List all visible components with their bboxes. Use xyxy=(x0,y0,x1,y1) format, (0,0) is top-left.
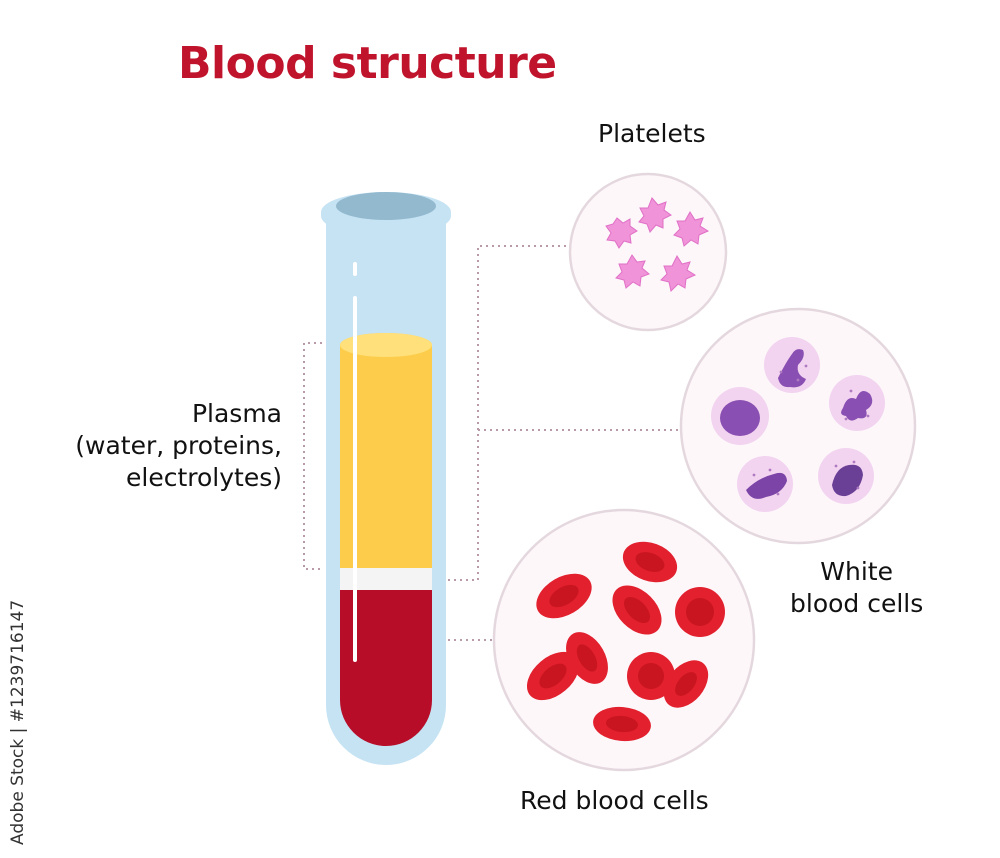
plasma-label: Plasma (water, proteins, electrolytes) xyxy=(75,398,282,494)
red-blood-cell xyxy=(612,585,662,635)
buffy-coat-layer xyxy=(340,568,432,590)
platelet xyxy=(673,211,710,247)
platelet xyxy=(605,217,638,249)
red-blood-cell xyxy=(593,706,651,742)
white-blood-cells-label: White blood cells xyxy=(790,556,923,620)
platelets-label: Platelets xyxy=(598,119,706,148)
plasma-label-line: (water, proteins, xyxy=(75,431,282,460)
red-blood-cell xyxy=(627,652,675,700)
white-blood-cell xyxy=(764,337,820,393)
platelets-connector xyxy=(424,245,570,581)
plasma-label-line: electrolytes) xyxy=(126,463,282,492)
tube-highlight-long xyxy=(353,296,357,662)
red-blood-cell xyxy=(526,651,580,701)
white-blood-cells-circle xyxy=(679,307,917,545)
white-blood-cell xyxy=(737,456,793,512)
platelet xyxy=(615,254,650,289)
plasma-label-line: Plasma xyxy=(191,399,282,428)
red-blood-cells-label: Red blood cells xyxy=(520,786,709,815)
white-blood-cell xyxy=(711,387,769,445)
red-blood-cell xyxy=(536,573,592,619)
platelets-circle xyxy=(568,172,728,332)
wbc-label-line: blood cells xyxy=(790,589,924,618)
wbc-label-line: White xyxy=(820,557,893,586)
connector-lines xyxy=(303,245,688,641)
page-title: Blood structure xyxy=(178,38,557,89)
red-blood-cell xyxy=(663,660,709,708)
red-blood-cell xyxy=(622,541,678,583)
plasma-layer xyxy=(340,333,432,568)
white-blood-cell xyxy=(829,375,885,431)
plasma-bracket xyxy=(303,342,322,570)
tube-highlight-short xyxy=(353,262,357,276)
test-tube xyxy=(321,192,451,765)
stock-id-watermark: Adobe Stock | #1239716147 xyxy=(8,599,28,845)
platelet xyxy=(638,197,672,233)
tube-opening xyxy=(336,192,436,220)
platelet xyxy=(660,254,697,292)
red-blood-cells-circle xyxy=(492,508,756,772)
white-blood-cell xyxy=(818,448,874,504)
red-blood-cell xyxy=(675,587,725,637)
plasma-top xyxy=(340,333,432,357)
